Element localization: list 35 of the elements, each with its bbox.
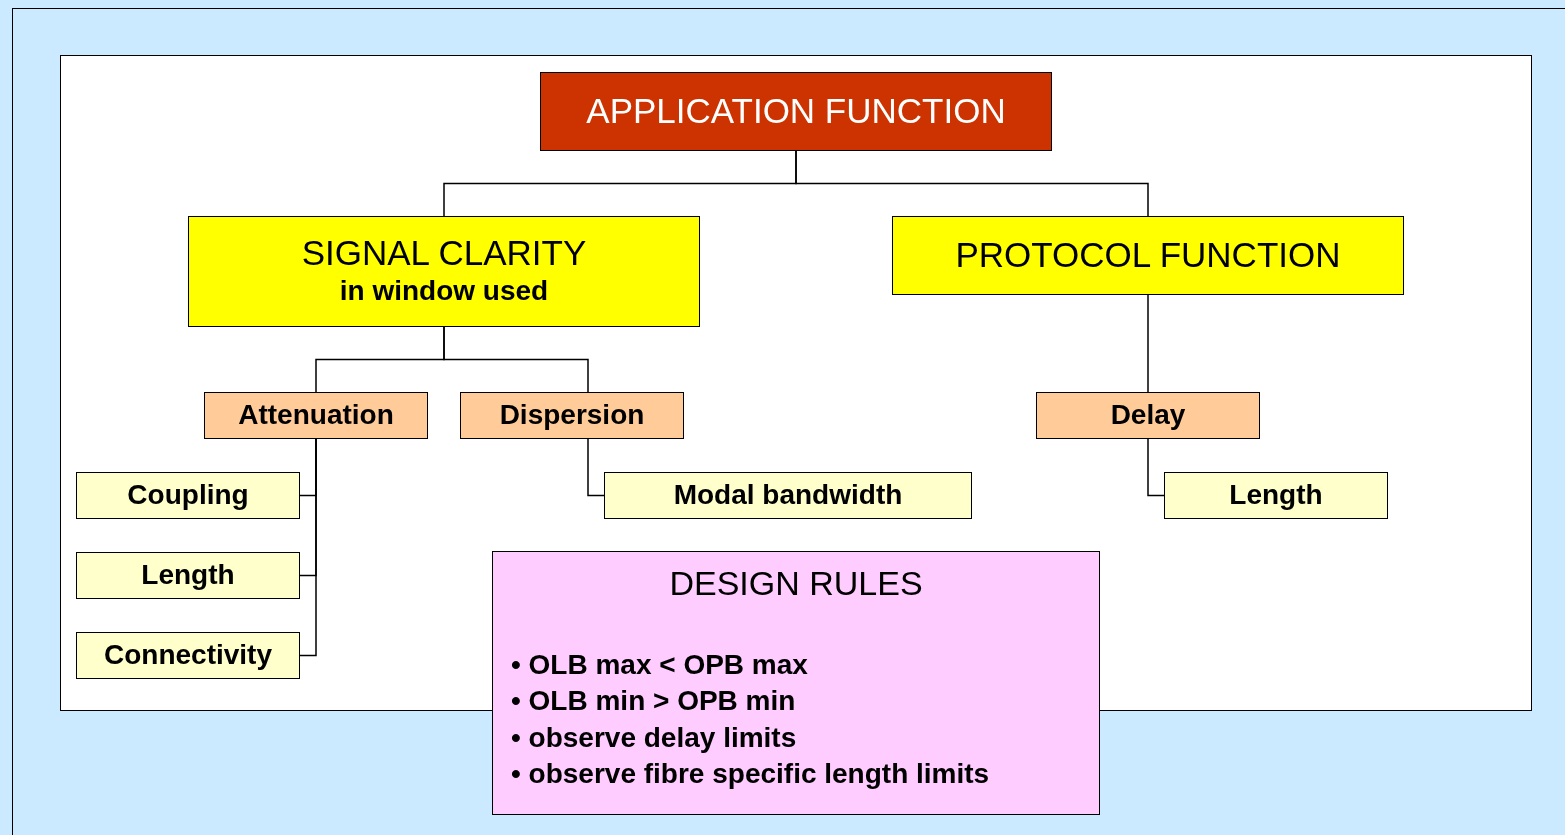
bullet-text: • observe delay limits xyxy=(511,720,797,755)
hierarchy-box xyxy=(1036,392,1260,439)
rules-box xyxy=(492,551,1100,815)
hierarchy-box xyxy=(76,552,300,599)
box-title: Connectivity xyxy=(104,639,272,672)
hierarchy-box xyxy=(188,216,700,327)
hierarchy-box xyxy=(76,632,300,679)
box-title: Attenuation xyxy=(238,399,394,432)
box-title: APPLICATION FUNCTION xyxy=(586,91,1006,132)
box-title: Modal bandwidth xyxy=(673,479,903,512)
bullet-text: • OLB max < OPB max xyxy=(511,648,808,683)
bullet-text: • OLB min > OPB min xyxy=(511,684,796,719)
connector-line xyxy=(795,150,1149,217)
connector-line xyxy=(299,438,317,657)
box-title: Length xyxy=(141,559,235,592)
connector-line xyxy=(443,326,589,393)
hierarchy-box xyxy=(540,72,1052,151)
box-subtitle: in window used xyxy=(339,274,549,309)
bullet-text: • observe fibre specific length limits xyxy=(511,757,990,792)
hierarchy-box xyxy=(1164,472,1388,519)
connector-line xyxy=(1147,438,1165,497)
box-title: SIGNAL CLARITY xyxy=(301,233,587,274)
connector-line xyxy=(1147,294,1149,393)
hierarchy-box xyxy=(76,472,300,519)
box-title: PROTOCOL FUNCTION xyxy=(955,235,1341,276)
box-title: DESIGN RULES xyxy=(669,564,923,604)
box-title: Length xyxy=(1229,479,1323,512)
box-title: Coupling xyxy=(127,479,249,512)
hierarchy-box xyxy=(604,472,972,519)
hierarchy-box xyxy=(460,392,684,439)
hierarchy-box xyxy=(892,216,1404,295)
box-title: Delay xyxy=(1110,399,1186,432)
box-title: Dispersion xyxy=(499,399,645,432)
connector-line xyxy=(587,438,605,497)
hierarchy-box xyxy=(204,392,428,439)
